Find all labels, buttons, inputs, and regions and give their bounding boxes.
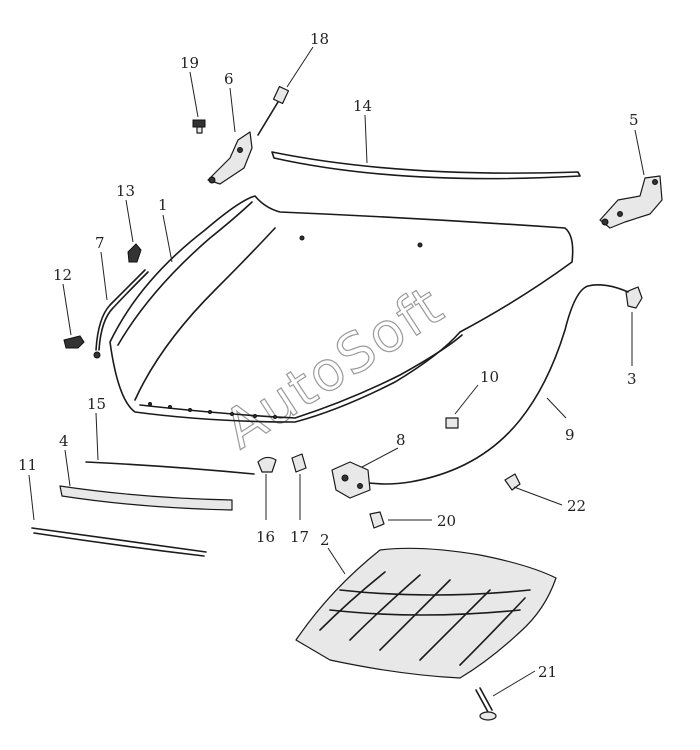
part-14-hood-seal <box>271 151 581 180</box>
callout-16: 16 <box>256 528 275 546</box>
part-6-left-hinge <box>207 131 253 185</box>
callout-2: 2 <box>320 531 330 549</box>
part-19-bolt <box>192 119 206 134</box>
part-16-clip <box>257 456 277 473</box>
callout-17: 17 <box>290 528 309 546</box>
part-13-clip <box>127 243 142 263</box>
part-21-push-pin <box>475 687 497 721</box>
part-8-hood-lock <box>331 461 371 499</box>
callout-18: 18 <box>310 30 329 48</box>
callout-10: 10 <box>480 368 499 386</box>
callout-5: 5 <box>629 111 639 129</box>
part-15-seal-strip <box>85 461 255 475</box>
callout-9: 9 <box>565 426 575 444</box>
hood-front-edge-clips <box>148 402 277 419</box>
callout-labels: 1 2 3 4 5 6 7 8 9 10 11 12 13 14 15 16 1… <box>18 30 639 681</box>
callout-20: 20 <box>437 512 456 530</box>
part-22-clip <box>504 473 521 491</box>
callout-22: 22 <box>567 497 586 515</box>
callout-3: 3 <box>627 370 637 388</box>
callout-19: 19 <box>180 54 199 72</box>
part-9-release-cable <box>361 284 629 485</box>
callout-1: 1 <box>158 196 168 214</box>
callout-4: 4 <box>59 432 69 450</box>
part-3-release-handle <box>625 286 643 309</box>
part-10-grommet <box>445 417 459 429</box>
part-12-rod-holder <box>63 335 85 349</box>
part-7-prop-rod <box>93 269 149 359</box>
part-20-bolt <box>369 511 385 529</box>
callout-11: 11 <box>18 456 37 474</box>
part-4-garnish <box>59 485 233 511</box>
part-17-clip <box>291 453 307 473</box>
part-11-molding <box>31 527 207 557</box>
callout-21: 21 <box>538 663 557 681</box>
callout-15: 15 <box>87 395 106 413</box>
part-5-right-hinge <box>599 175 663 229</box>
part-18-bolt <box>257 85 290 136</box>
callout-14: 14 <box>353 97 372 115</box>
part-1-hood <box>109 195 574 423</box>
callout-8: 8 <box>396 431 406 449</box>
part-2-hood-insulator <box>295 547 557 679</box>
callout-7: 7 <box>95 234 105 252</box>
callout-12: 12 <box>53 266 72 284</box>
callout-13: 13 <box>116 182 135 200</box>
callout-6: 6 <box>224 70 234 88</box>
leader-lines <box>28 46 645 697</box>
